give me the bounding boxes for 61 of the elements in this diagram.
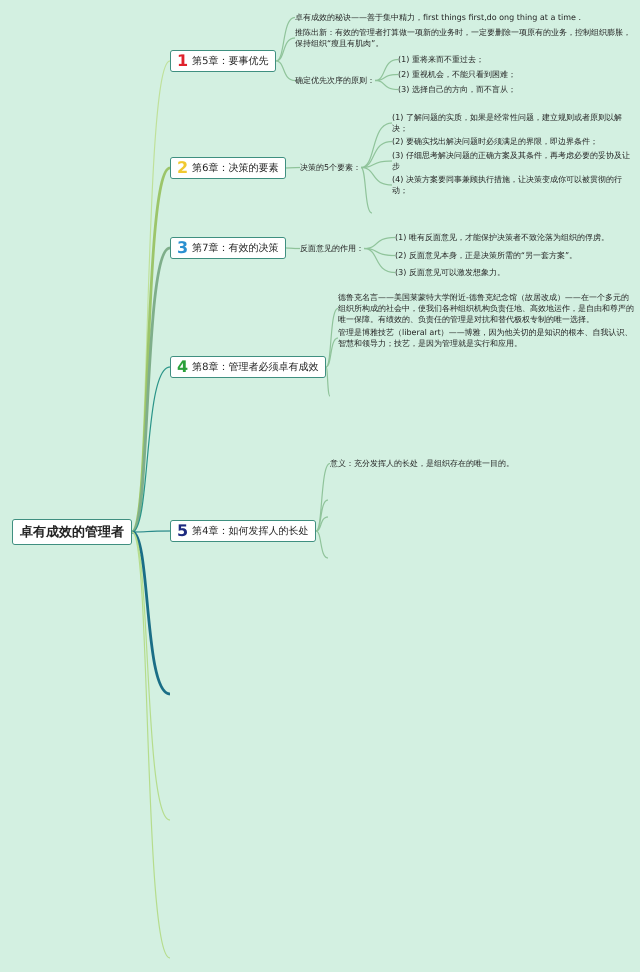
branch-line xyxy=(276,37,296,62)
subtopic-text: (2) 重视机会，不能只看到困难； xyxy=(398,69,598,80)
subtopic-text: (1) 唯有反面意见，才能保护决策者不致沦落为组织的俘虏。 xyxy=(395,232,635,243)
branch-line xyxy=(276,60,296,82)
branch-line xyxy=(131,532,170,958)
branch-line xyxy=(316,499,328,532)
branch-line xyxy=(374,58,398,82)
branch-line xyxy=(326,337,338,368)
subtopic-text: 意义：充分发挥人的长处，是组织存在的唯一目的。 xyxy=(330,458,630,469)
subtopic-text: 德鲁克名言——美国莱蒙特大学附近-德鲁克纪念馆（故居改成）——在一个多元的组织所构成的社会中，使我们各种组织机构负责任地、高效地运作，是自由和尊严的唯一保障。有绩效的、负责任的管理是对抗和替代极权专制的唯一选择。 xyxy=(338,292,636,325)
chapter-number: 5 xyxy=(177,523,188,539)
branch-line xyxy=(360,140,392,168)
branch-line xyxy=(132,366,170,532)
branch-line xyxy=(286,247,300,250)
branch-line xyxy=(316,530,328,559)
central-topic-box: 卓有成效的管理者 xyxy=(12,519,132,545)
chapter-number: 2 xyxy=(177,160,188,176)
chapter-number: 1 xyxy=(177,53,188,69)
topic-label: 第8章：管理者必须卓有成效 xyxy=(192,360,319,374)
topic-label: 第7章：有效的决策 xyxy=(192,242,279,255)
subtopic-text: (3) 反面意见可以激发想象力。 xyxy=(395,267,635,278)
subtopic-text: 管理是博雅技艺（liberal art）——博雅，因为他关切的是知识的根本、自我认识、智慧和领导力；技艺，是因为管理就是实行和应用。 xyxy=(338,327,636,349)
topic-label: 第6章：决策的要素 xyxy=(192,162,279,175)
topic-label: 第4章：如何发挥人的长处 xyxy=(192,524,309,538)
topic-box xyxy=(170,50,276,72)
subtopic-text: 确定优先次序的原则： xyxy=(295,75,375,86)
subtopic-text: (1) 了解问题的实质，如果是经常性问题，建立规则或者原则以解决； xyxy=(392,112,637,134)
branch-line xyxy=(130,246,171,533)
subtopic-text: 决策的5个要素： xyxy=(300,162,362,173)
branch-line xyxy=(316,516,328,532)
subtopic-text: 卓有成效的秘诀——善于集中精力，first things first,do ong thing at a time . xyxy=(295,12,635,23)
branch-line xyxy=(132,532,170,820)
branch-line xyxy=(364,248,396,274)
topic-box xyxy=(170,356,326,378)
subtopic-text: (2) 要确实找出解决问题时必须满足的界限，即边界条件； xyxy=(392,136,637,147)
topic-label: 第5章：要事优先 xyxy=(192,54,269,68)
subtopic-text: (1) 重将来而不重过去； xyxy=(398,54,598,65)
branch-line xyxy=(276,16,296,62)
branch-line xyxy=(131,530,171,696)
topic-box xyxy=(170,237,286,259)
chapter-number: 4 xyxy=(177,359,188,375)
branch-line xyxy=(360,122,392,168)
topic-box xyxy=(170,520,316,542)
chapter-number: 3 xyxy=(177,240,188,256)
branch-line xyxy=(325,366,330,396)
branch-line xyxy=(374,74,398,82)
branch-line xyxy=(374,80,398,90)
branch-line xyxy=(286,166,300,169)
branch-line xyxy=(316,462,330,532)
branch-line xyxy=(326,308,338,368)
branch-line xyxy=(132,530,170,533)
subtopic-text: (3) 选择自己的方向，而不盲从； xyxy=(398,84,598,95)
branch-line xyxy=(364,236,396,250)
subtopic-text: (2) 反面意见本身，正是决策所需的“另一套方案”。 xyxy=(395,250,635,261)
subtopic-text: 反面意见的作用： xyxy=(300,243,364,254)
branch-line xyxy=(360,166,392,186)
subtopic-text: (4) 决策方案要同事兼顾执行措施，让决策变成你可以被贯彻的行动； xyxy=(392,174,637,196)
branch-line xyxy=(360,167,372,214)
topic-box xyxy=(170,157,286,179)
subtopic-text: 推陈出新：有效的管理者打算做一项新的业务时，一定要删除一项原有的业务，控制组织膨胀，保持组织“瘦且有肌肉”。 xyxy=(295,27,635,49)
subtopic-text: (3) 仔细思考解决问题的正确方案及其条件，再考虑必要的妥协及让步 xyxy=(392,150,637,172)
